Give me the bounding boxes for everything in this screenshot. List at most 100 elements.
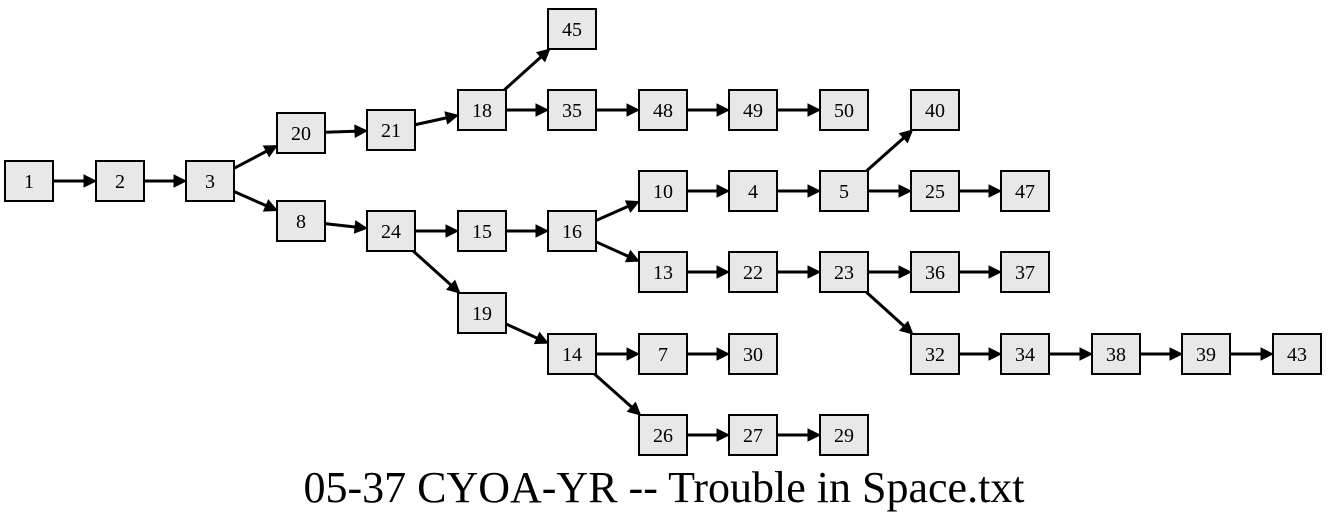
node-box [185,160,235,202]
arrowhead [445,224,460,238]
arrowhead [898,265,913,279]
node-box [4,160,54,202]
arrowhead [807,103,822,117]
node-label: 36 [925,262,945,284]
node-32: 32 [910,333,960,375]
node-box [638,414,688,456]
edge-23-36 [868,265,913,279]
edge-3-20 [233,145,278,170]
node-23: 23 [819,251,869,293]
node-label: 14 [562,344,582,366]
node-box [366,109,416,151]
arrowhead [445,279,461,294]
node-label: 16 [562,221,582,243]
node-box [728,414,778,456]
edge-34-38 [1049,347,1094,361]
node-21: 21 [366,109,416,151]
node-box [1000,170,1050,212]
node-label: 30 [743,344,763,366]
arrowhead [626,347,641,361]
node-label: 37 [1015,262,1035,284]
edge-line [414,116,447,127]
node-label: 45 [562,19,582,41]
edge-35-48 [596,103,641,117]
node-box [457,292,507,334]
edge-48-49 [687,103,731,117]
node-box [95,160,145,202]
arrowhead [898,129,914,144]
node-label: 10 [653,181,673,203]
arrowhead [83,174,98,188]
node-4: 4 [728,170,778,212]
arrowhead [1079,347,1094,361]
node-box [276,200,326,242]
node-13: 13 [638,251,688,293]
node-label: 26 [653,425,673,447]
node-box [457,210,507,252]
node-box [728,170,778,212]
arrowhead [807,265,822,279]
node-label: 29 [834,425,854,447]
arrowhead [716,103,731,117]
node-30: 30 [728,333,778,375]
node-27: 27 [728,414,778,456]
edge-line [595,205,629,222]
node-box [910,251,960,293]
edge-line [324,222,356,229]
node-box [547,8,597,50]
node-label: 19 [472,303,492,325]
node-box [547,89,597,131]
arrowhead [988,347,1003,361]
edge-23-32 [865,290,914,335]
arrowhead [626,401,642,416]
edge-16-10 [595,200,641,222]
edge-19-14 [505,322,550,345]
node-36: 36 [910,251,960,293]
node-label: 50 [834,100,854,122]
node-label: 38 [1106,344,1126,366]
node-label: 34 [1015,344,1035,366]
node-label: 1 [24,171,34,193]
arrowhead [535,103,550,117]
node-label: 5 [839,181,849,203]
node-8: 8 [276,200,326,242]
node-label: 18 [472,100,492,122]
node-40: 40 [910,89,960,131]
node-24: 24 [366,210,416,252]
edge-2-3 [144,174,188,188]
edge-13-22 [687,265,731,279]
node-label: 22 [743,262,763,284]
node-box [1091,333,1141,375]
edge-line [593,372,633,409]
node-34: 34 [1000,333,1050,375]
node-label: 13 [653,262,673,284]
node-box [819,414,869,456]
edge-line [412,249,452,287]
edge-32-34 [959,347,1003,361]
edge-line [865,136,905,173]
edge-line [233,190,267,207]
edges-layer [53,48,1275,442]
edge-36-37 [959,265,1003,279]
node-box [1000,333,1050,375]
node-label: 24 [381,221,401,243]
arrowhead [173,174,188,188]
edge-22-23 [777,265,822,279]
arrowhead [716,347,731,361]
edge-27-29 [777,428,822,442]
edge-14-26 [593,372,642,416]
node-label: 23 [834,262,854,284]
node-box [728,89,778,131]
node-box [638,333,688,375]
edge-8-24 [324,220,369,234]
edge-15-16 [506,224,550,238]
node-35: 35 [547,89,597,131]
edge-39-43 [1230,347,1275,361]
edge-21-18 [414,111,460,127]
node-label: 48 [653,100,673,122]
edge-14-7 [596,347,641,361]
node-box [819,251,869,293]
node-label: 35 [562,100,582,122]
edge-38-39 [1140,347,1184,361]
